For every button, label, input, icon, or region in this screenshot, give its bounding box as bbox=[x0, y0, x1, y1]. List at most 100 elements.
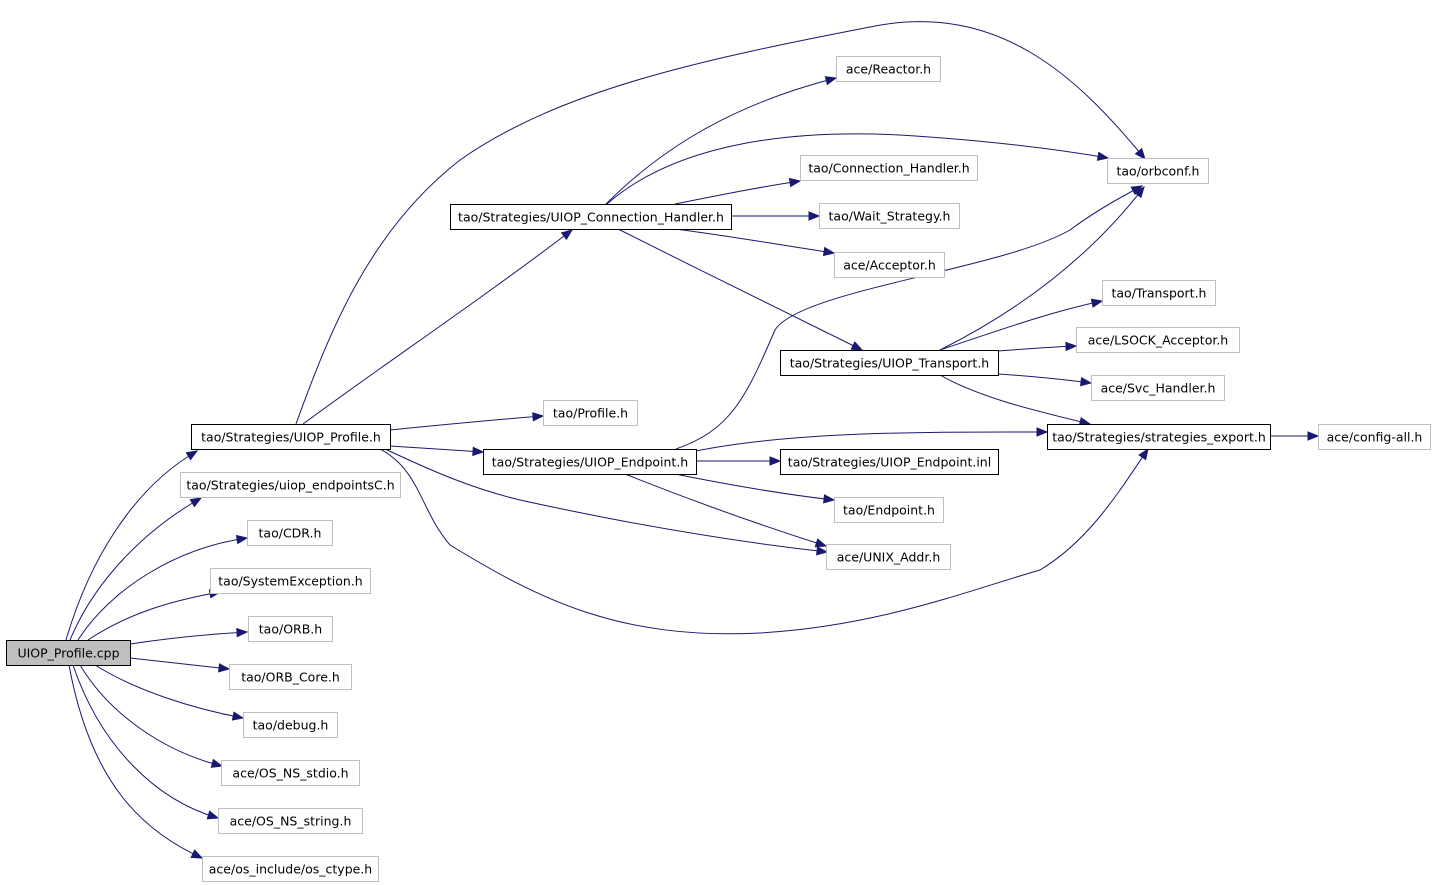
node-debug-h[interactable]: tao/debug.h bbox=[243, 712, 338, 738]
node-unix-addr-h[interactable]: ace/UNIX_Addr.h bbox=[826, 544, 951, 570]
edge-line bbox=[997, 373, 1092, 384]
node-label: ace/OS_NS_stdio.h bbox=[232, 766, 348, 781]
edge-uiop_transport_h-to-strategies_export_h bbox=[939, 374, 1092, 427]
arrowhead-icon bbox=[822, 246, 836, 257]
node-os-ns-string-h[interactable]: ace/OS_NS_string.h bbox=[218, 808, 363, 834]
edge-line bbox=[674, 228, 835, 254]
edge-uiop_endpoint_h-to-orbconf_h bbox=[675, 185, 1144, 450]
node-label: tao/Profile.h bbox=[553, 406, 628, 421]
node-uiop-endpoint-inl[interactable]: tao/Strategies/UIOP_Endpoint.inl bbox=[780, 449, 999, 475]
node-lsock-acceptor-h[interactable]: ace/LSOCK_Acceptor.h bbox=[1076, 327, 1240, 353]
node-uiop-profile-h[interactable]: tao/Strategies/UIOP_Profile.h bbox=[191, 424, 391, 450]
arrowhead-icon bbox=[1096, 151, 1110, 161]
node-box bbox=[483, 449, 697, 475]
node-transport-h[interactable]: tao/Transport.h bbox=[1102, 280, 1216, 306]
edge-line bbox=[65, 450, 198, 641]
node-box bbox=[248, 616, 333, 642]
arrowhead-icon bbox=[218, 663, 231, 673]
node-label: ace/Acceptor.h bbox=[843, 258, 936, 273]
edge-line bbox=[129, 631, 248, 645]
node-strategies-export-h[interactable]: tao/Strategies/strategies_export.h bbox=[1047, 424, 1271, 450]
node-label: tao/Strategies/UIOP_Profile.h bbox=[201, 430, 381, 445]
node-box bbox=[819, 203, 960, 229]
node-orb-h[interactable]: tao/ORB.h bbox=[248, 616, 333, 642]
arrowhead-icon bbox=[472, 446, 485, 457]
node-box bbox=[780, 449, 999, 475]
node-uiop-transport-h[interactable]: tao/Strategies/UIOP_Transport.h bbox=[780, 350, 999, 376]
node-reactor-h[interactable]: ace/Reactor.h bbox=[836, 56, 941, 82]
edge-uiop_connection_handler_h-to-reactor_h bbox=[605, 76, 838, 205]
node-label: ace/Reactor.h bbox=[846, 62, 931, 77]
edge-line bbox=[674, 180, 801, 205]
arrowhead-icon bbox=[824, 76, 838, 86]
node-profile-h[interactable]: tao/Profile.h bbox=[543, 400, 638, 426]
edge-uiop_profile_h-to-profile_h bbox=[389, 412, 545, 431]
node-box bbox=[1047, 424, 1271, 450]
edge-uiop_endpoint_h-to-unix_addr_h bbox=[624, 473, 828, 548]
node-box bbox=[247, 520, 333, 546]
node-system-exception-h[interactable]: tao/SystemException.h bbox=[210, 568, 371, 594]
node-label: ace/config-all.h bbox=[1327, 430, 1423, 445]
edge-line bbox=[389, 445, 484, 453]
node-uiop-endpointsC-h[interactable]: tao/Strategies/uiop_endpointsC.h bbox=[180, 472, 401, 498]
arrowhead-icon bbox=[769, 456, 782, 466]
node-label: ace/UNIX_Addr.h bbox=[837, 550, 941, 565]
node-endpoint-h[interactable]: tao/Endpoint.h bbox=[834, 497, 944, 523]
node-box bbox=[243, 712, 338, 738]
node-uiop-profile-cpp: UIOP_Profile.cpp bbox=[6, 640, 131, 666]
node-box bbox=[210, 568, 371, 594]
node-label: tao/ORB_Core.h bbox=[241, 670, 340, 685]
arrowhead-icon bbox=[206, 810, 220, 820]
node-label: ace/Svc_Handler.h bbox=[1101, 381, 1216, 396]
edge-strategies_export_h-to-config_all_h bbox=[1270, 431, 1320, 441]
node-svc-handler-h[interactable]: ace/Svc_Handler.h bbox=[1091, 375, 1225, 401]
node-uiop-endpoint-h[interactable]: tao/Strategies/UIOP_Endpoint.h bbox=[483, 449, 697, 475]
node-config-all-h[interactable]: ace/config-all.h bbox=[1318, 424, 1431, 450]
node-box bbox=[1107, 158, 1209, 184]
edge-line bbox=[939, 300, 1103, 351]
node-box bbox=[800, 155, 978, 181]
arrowhead-icon bbox=[816, 546, 829, 556]
node-box bbox=[834, 252, 945, 278]
edge-line bbox=[69, 497, 202, 641]
arrowhead-icon bbox=[1130, 185, 1144, 196]
edge-line bbox=[72, 664, 219, 819]
node-orbconf-h[interactable]: tao/orbconf.h bbox=[1107, 158, 1209, 184]
edge-uiop_profile_cpp-to-system_exception_h bbox=[87, 589, 222, 641]
arrowhead-icon bbox=[808, 211, 821, 221]
edge-line bbox=[605, 77, 837, 205]
node-label: tao/Strategies/UIOP_Endpoint.h bbox=[492, 455, 688, 470]
node-cdr-h[interactable]: tao/CDR.h bbox=[247, 520, 333, 546]
node-connection-handler-h[interactable]: tao/Connection_Handler.h bbox=[800, 155, 978, 181]
edge-uiop_connection_handler_h-to-wait_strategy_h bbox=[730, 211, 821, 221]
arrowhead-icon bbox=[210, 758, 224, 768]
arrowhead-icon bbox=[1307, 431, 1320, 441]
edge-line bbox=[617, 228, 863, 351]
edge-line bbox=[129, 657, 230, 670]
arrowhead-icon bbox=[788, 177, 802, 188]
node-os-ctype-h[interactable]: ace/os_include/os_ctype.h bbox=[202, 856, 379, 882]
node-uiop-connection-handler-h[interactable]: tao/Strategies/UIOP_Connection_Handler.h bbox=[450, 204, 732, 230]
node-box bbox=[218, 808, 363, 834]
edge-line bbox=[77, 537, 248, 641]
node-label: ace/os_include/os_ctype.h bbox=[209, 862, 372, 877]
node-os-ns-stdio-h[interactable]: ace/OS_NS_stdio.h bbox=[221, 760, 360, 786]
edge-uiop_profile_h-to-unix_addr_h bbox=[384, 448, 829, 556]
node-acceptor-h[interactable]: ace/Acceptor.h bbox=[834, 252, 945, 278]
node-orb-core-h[interactable]: tao/ORB_Core.h bbox=[229, 664, 352, 690]
node-box bbox=[1076, 327, 1240, 353]
node-box bbox=[202, 856, 379, 882]
edge-uiop_profile_cpp-to-orb_h bbox=[129, 627, 249, 645]
node-box bbox=[450, 204, 732, 230]
edge-line bbox=[675, 185, 1143, 450]
edge-uiop_profile_cpp-to-cdr_h bbox=[77, 534, 249, 641]
arrowhead-icon bbox=[189, 497, 203, 508]
node-box bbox=[229, 664, 352, 690]
edge-uiop_connection_handler_h-to-uiop_transport_h bbox=[617, 228, 864, 351]
node-box bbox=[1318, 424, 1431, 450]
edge-line bbox=[302, 229, 573, 425]
arrowhead-icon bbox=[1079, 376, 1093, 387]
edge-line bbox=[939, 374, 1091, 425]
edge-uiop_endpoint_h-to-uiop_endpoint_inl bbox=[696, 456, 782, 466]
node-wait-strategy-h[interactable]: tao/Wait_Strategy.h bbox=[819, 203, 960, 229]
